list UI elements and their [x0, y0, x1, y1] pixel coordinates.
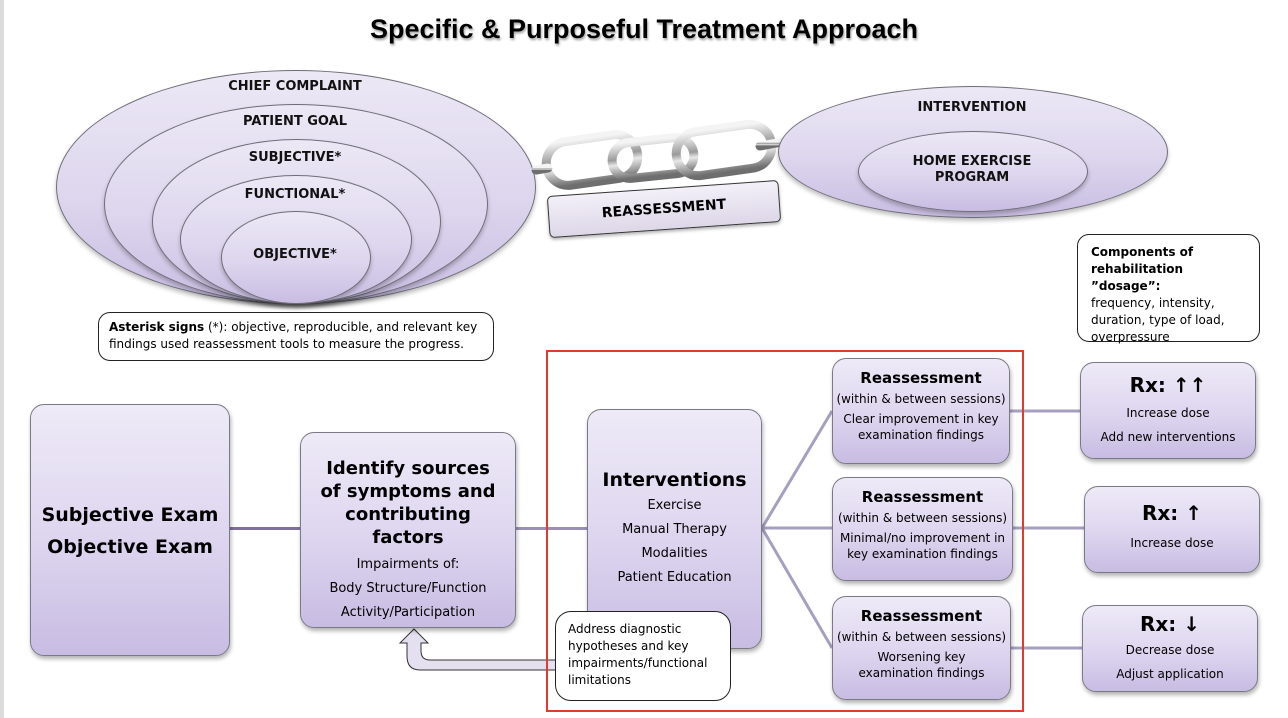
- connector-to-reassess-3: [760, 527, 834, 649]
- exam-box: Subjective Exam Objective Exam: [30, 404, 230, 656]
- feedback-arrow-icon: [398, 628, 557, 671]
- page-edge: [0, 0, 4, 718]
- reassessment-sub: (within & between sessions): [837, 511, 1008, 525]
- identify-box: Identify sources of symptoms and contrib…: [300, 432, 516, 628]
- interventions-box: Interventions Exercise Manual Therapy Mo…: [587, 409, 762, 649]
- rx-box-decrease: Rx: ↓ Decrease dose Adjust application: [1082, 605, 1258, 692]
- reassessment-sub: (within & between sessions): [836, 392, 1006, 406]
- rx-line: Increase dose: [1130, 536, 1214, 550]
- rx-line: Adjust application: [1116, 667, 1224, 681]
- identify-title: Identify sources of symptoms and contrib…: [320, 458, 496, 548]
- rx-title: Rx: ↑↑: [1129, 373, 1207, 397]
- rx-title: Rx: ↑: [1141, 501, 1203, 525]
- identify-sub: Impairments of:: [356, 557, 460, 572]
- dosage-note-text: frequency, intensity, duration, type of …: [1091, 296, 1225, 344]
- connector-exam-identify: [230, 527, 302, 530]
- reassessment-box-worsening: Reassessment (within & between sessions)…: [832, 596, 1011, 700]
- reassessment-sub: (within & between sessions): [836, 630, 1007, 644]
- rx-box-increase: Rx: ↑ Increase dose: [1084, 486, 1260, 573]
- highlight-frame: [546, 350, 1024, 712]
- identify-item: Body Structure/Function: [329, 581, 487, 596]
- rx-title: Rx: ↓: [1139, 612, 1201, 636]
- intervention-item: Manual Therapy: [622, 522, 727, 537]
- asterisk-note-bold: Asterisk signs: [109, 320, 205, 334]
- exam-subjective: Subjective Exam: [41, 504, 219, 526]
- dosage-note-bold: Components of rehabilitation ”dosage”:: [1091, 245, 1194, 293]
- reassessment-box-minimal: Reassessment (within & between sessions)…: [832, 477, 1013, 581]
- label-subjective: SUBJECTIVE*: [248, 150, 342, 165]
- connector-identify-interventions: [516, 527, 588, 530]
- rx-line: Add new interventions: [1100, 430, 1236, 444]
- ellipse-objective: [221, 211, 371, 304]
- label-patient-goal: PATIENT GOAL: [243, 114, 347, 129]
- asterisk-note-text: (*): objective, reproducible, and releva…: [109, 320, 478, 351]
- reassessment-title: Reassessment: [861, 488, 984, 506]
- reassessment-finding: Minimal/no improvement in key examinatio…: [839, 531, 1006, 561]
- exam-objective: Objective Exam: [47, 536, 213, 558]
- connector-to-reassess-1: [760, 410, 834, 529]
- asterisk-note: Asterisk signs (*): objective, reproduci…: [98, 312, 494, 361]
- intervention-item: Exercise: [647, 498, 702, 513]
- reassessment-title: Reassessment: [860, 369, 982, 387]
- intervention-item: Modalities: [641, 546, 708, 561]
- label-home-exercise-1: HOME EXERCISE: [912, 154, 1032, 169]
- intervention-item: Patient Education: [617, 570, 732, 585]
- reassessment-finding: Worsening key examination findings: [858, 650, 985, 680]
- reassessment-box-improvement: Reassessment (within & between sessions)…: [832, 358, 1010, 464]
- interventions-title: Interventions: [602, 469, 747, 491]
- rx-line: Decrease dose: [1125, 643, 1215, 657]
- dosage-note: Components of rehabilitation ”dosage”: f…: [1077, 234, 1260, 344]
- reassessment-finding: Clear improvement in key examination fin…: [843, 412, 999, 442]
- ellipse-home-exercise: [858, 131, 1088, 212]
- reassessment-title: Reassessment: [860, 607, 983, 625]
- label-chief-complaint: CHIEF COMPLAINT: [228, 79, 362, 94]
- label-objective: OBJECTIVE*: [253, 247, 337, 262]
- identify-item: Activity/Participation: [340, 605, 476, 620]
- rx-line: Increase dose: [1126, 406, 1210, 420]
- rx-box-increase-add: Rx: ↑↑ Increase dose Add new interventio…: [1080, 362, 1256, 459]
- label-intervention: INTERVENTION: [917, 100, 1027, 115]
- page-title: Specific & Purposeful Treatment Approach: [369, 14, 919, 44]
- address-note: Address diagnostic hypotheses and key im…: [555, 611, 731, 701]
- label-functional: FUNCTIONAL*: [244, 187, 346, 202]
- label-home-exercise-2: PROGRAM: [934, 170, 1010, 185]
